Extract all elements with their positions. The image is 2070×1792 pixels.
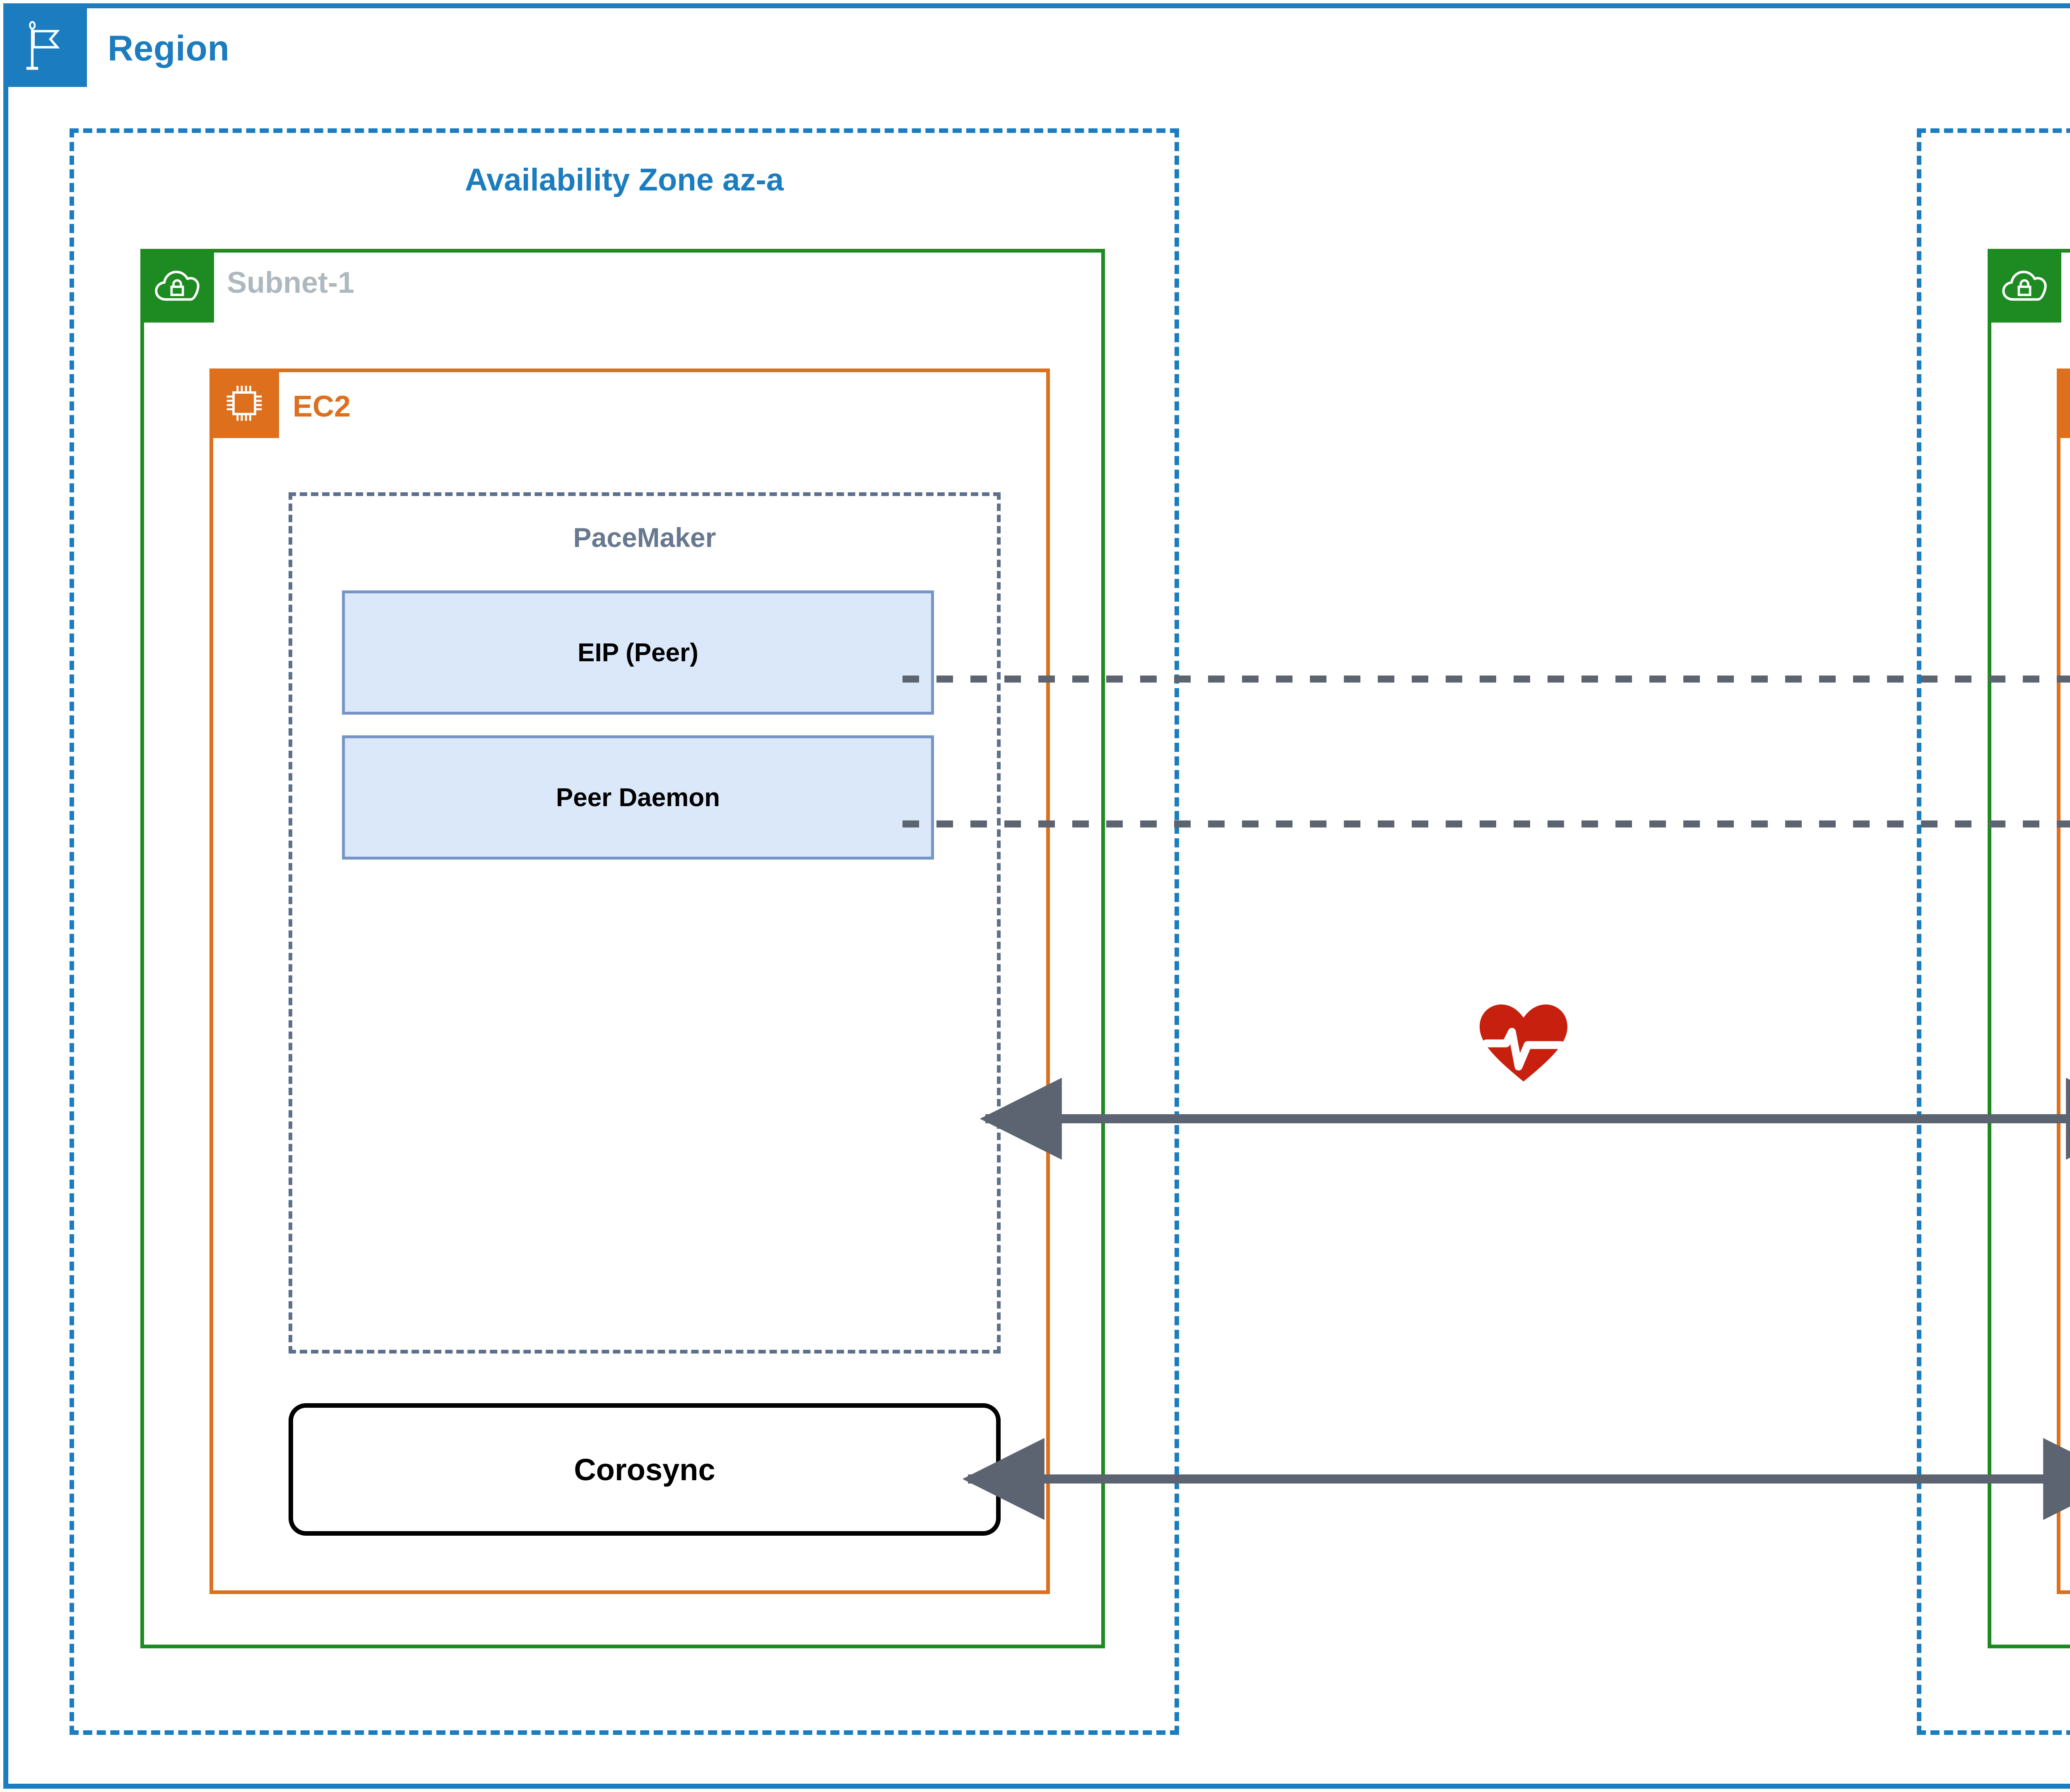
- ec2-1-label: EC2: [293, 390, 351, 423]
- ec2-1-container: EC2 PaceMaker EIP (Peer) Peer Daemon Cor…: [209, 369, 1050, 1594]
- region-badge: [8, 8, 87, 87]
- resource-box-peer-daemon-a[interactable]: Peer Daemon: [342, 735, 934, 860]
- resource-box-eip-peer-a[interactable]: EIP (Peer): [342, 590, 934, 715]
- availability-zone-az-b: Availability Zone az-b Subnet-2: [1917, 128, 2070, 1735]
- ec2-2-container: EC2 PaceMaker EIP (Peer) Peer Daemon EIP…: [2057, 369, 2070, 1594]
- cpu-chip-icon: [226, 385, 262, 421]
- ec2-1-badge: [209, 369, 279, 438]
- corosync-1-box[interactable]: Corosync: [289, 1403, 1001, 1536]
- cloud-lock-icon: [155, 270, 200, 301]
- az-b-title: Availability Zone az-b: [1921, 162, 2070, 198]
- subnet-1-label: Subnet-1: [227, 266, 355, 299]
- availability-zone-az-a: Availability Zone az-a Subnet-1: [70, 128, 1179, 1735]
- flag-icon: [26, 21, 60, 70]
- subnet-1-container: Subnet-1: [140, 249, 1105, 1648]
- pacemaker-1-title: PaceMaker: [573, 522, 716, 553]
- az-a-title: Availability Zone az-a: [465, 162, 784, 198]
- region-title: Region: [108, 29, 230, 68]
- pacemaker-1-container: PaceMaker EIP (Peer) Peer Daemon: [289, 492, 1001, 1354]
- subnet-1-badge: [140, 249, 214, 323]
- subnet-2-container: Subnet-2: [1988, 249, 2070, 1648]
- heart-pulse-icon: [1478, 1002, 1569, 1085]
- ec2-2-badge: [2057, 369, 2070, 438]
- cloud-lock-icon: [2002, 270, 2047, 301]
- region-container: Region Availability Zone az-a Subnet-1: [3, 3, 2070, 1789]
- subnet-2-badge: [1988, 249, 2061, 323]
